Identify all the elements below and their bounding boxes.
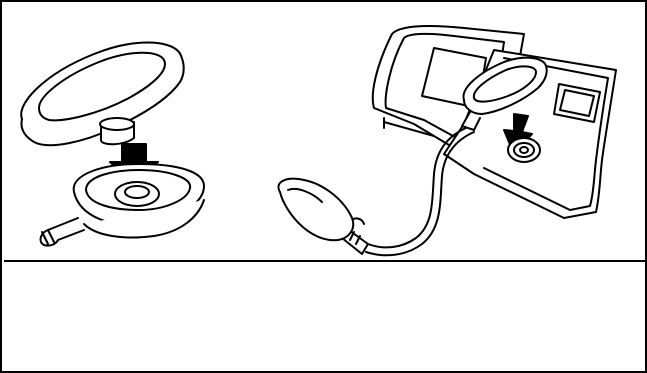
cuff — [373, 26, 616, 218]
illustration-svg — [4, 4, 647, 260]
cuff-port — [508, 138, 540, 162]
gauge-left — [21, 43, 184, 146]
empty-caption-area — [4, 262, 647, 373]
inflation-bulb — [278, 179, 353, 240]
base-cup-left — [41, 164, 204, 246]
illustration-panel — [4, 4, 647, 260]
